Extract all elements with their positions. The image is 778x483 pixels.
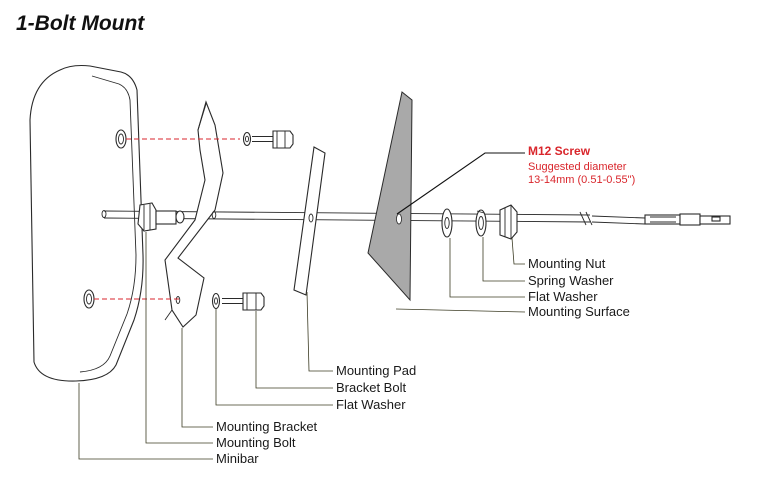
part-labels: Mounting Nut Spring Washer Flat Washer M… xyxy=(216,256,630,466)
mounting-surface xyxy=(367,91,413,302)
flat-washer-right xyxy=(441,208,453,238)
lower-bracket-bolt xyxy=(94,292,265,311)
label-mounting-surface: Mounting Surface xyxy=(528,304,630,319)
label-mounting-bracket: Mounting Bracket xyxy=(216,419,318,434)
m12-screw-callout: M12 Screw Suggested diameter 13-14mm (0.… xyxy=(396,144,635,215)
spring-washer xyxy=(475,209,487,237)
label-mounting-nut: Mounting Nut xyxy=(528,256,606,271)
label-spring-washer: Spring Washer xyxy=(528,273,614,288)
label-flat-washer-left: Flat Washer xyxy=(336,397,406,412)
minibar xyxy=(29,64,144,382)
surface-panel xyxy=(367,91,413,302)
label-mounting-bolt: Mounting Bolt xyxy=(216,435,296,450)
mounting-bolt xyxy=(137,202,185,232)
label-minibar: Minibar xyxy=(216,451,259,466)
callout-line-1: Suggested diameter xyxy=(528,161,627,173)
leader-lines xyxy=(78,232,526,460)
callout-heading: M12 Screw xyxy=(528,144,591,158)
callout-line-2: 13-14mm (0.51-0.55") xyxy=(528,174,635,186)
mounting-nut xyxy=(499,204,518,240)
mounting-pad xyxy=(293,146,326,296)
mounting-bracket xyxy=(164,100,224,328)
label-mounting-pad: Mounting Pad xyxy=(336,363,416,378)
label-bracket-bolt: Bracket Bolt xyxy=(336,380,406,395)
label-flat-washer-right: Flat Washer xyxy=(528,289,598,304)
diagram-title: 1-Bolt Mount xyxy=(16,12,145,35)
upper-bracket-bolt xyxy=(126,130,294,149)
